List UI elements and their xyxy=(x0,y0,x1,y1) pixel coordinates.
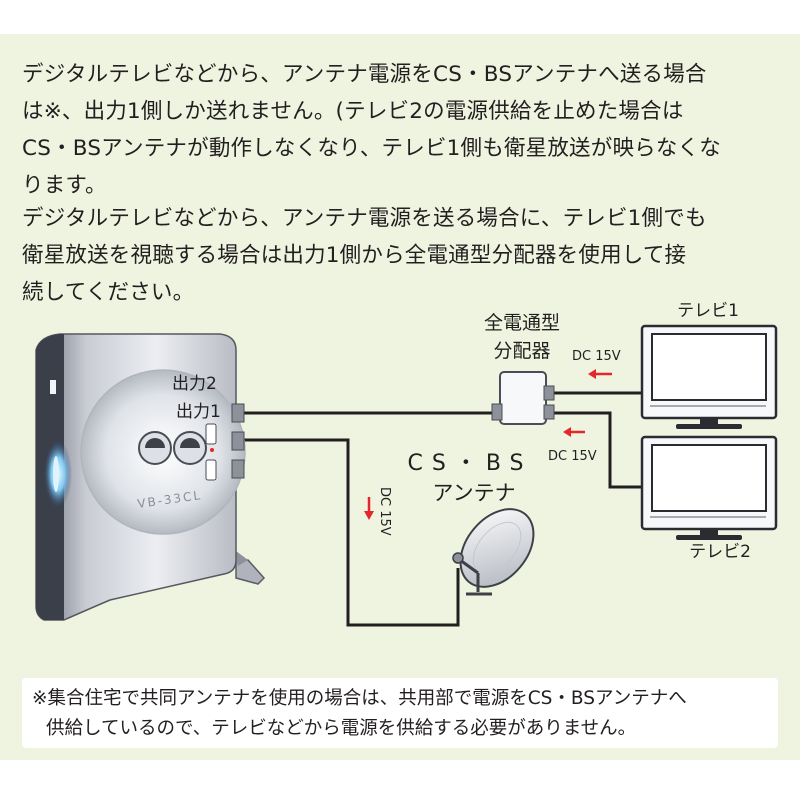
tv2 xyxy=(640,435,778,540)
tv2-label: テレビ2 xyxy=(689,542,751,562)
text-line: デジタルテレビなどから、アンテナ電源をCS・BSアンテナへ送る場合 xyxy=(22,62,707,87)
footnote-line2: 供給しているので、テレビなどから電源を供給する必要がありません。 xyxy=(46,718,637,739)
paragraph-main-caution: デジタルテレビなどから、アンテナ電源をCS・BSアンテナへ送る場合 は※、出力1… xyxy=(22,56,782,204)
output1-label: 出力1 xyxy=(176,402,221,422)
tv1 xyxy=(640,324,778,429)
power-arrow-antenna xyxy=(364,497,374,520)
splitter-label-line2: 分配器 xyxy=(493,340,550,362)
dc-label-tv1: DC 15V xyxy=(572,349,621,364)
antenna-label-line1: CS・BS xyxy=(408,451,533,476)
text-line: CS・BSアンテナが動作しなくなり、テレビ1側も衛星放送が映らなくな xyxy=(22,136,721,161)
tv1-label: テレビ1 xyxy=(677,301,739,321)
text-line: は※、出力1側しか送れません。(テレビ2の電源供給を止めた場合は xyxy=(22,99,684,124)
port-out1 xyxy=(231,403,245,423)
cable-out2-to-antenna xyxy=(238,438,460,627)
booster-device: VB-33CL xyxy=(35,333,266,621)
output2-label: 出力2 xyxy=(172,374,217,394)
dc-label-antenna: DC 15V xyxy=(377,487,392,536)
text-line: 続してください。 xyxy=(22,280,195,305)
text-line: ります。 xyxy=(22,173,107,198)
paragraph-splitter-instruction: デジタルテレビなどから、アンテナ電源を送る場合に、テレビ1側でも 衛星放送を視聴… xyxy=(22,200,782,311)
dc-label-tv2: DC 15V xyxy=(548,449,597,464)
power-arrow-tv1 xyxy=(588,369,612,379)
footnote-line1: ※集合住宅で共同アンテナを使用の場合は、共用部で電源をCS・BSアンテナへ xyxy=(32,688,687,709)
splitter-unit xyxy=(491,371,555,425)
splitter-label-line1: 全電通型 xyxy=(484,312,560,334)
text-line: 衛星放送を視聴する場合は出力1側から全電通型分配器を使用して接 xyxy=(22,243,687,268)
antenna-label-line2: アンテナ xyxy=(432,481,515,505)
power-arrow-tv2 xyxy=(563,427,585,437)
text-line: デジタルテレビなどから、アンテナ電源を送る場合に、テレビ1側でも xyxy=(22,206,707,231)
satellite-dish xyxy=(452,508,535,596)
port-input xyxy=(231,459,245,479)
footnote-box: ※集合住宅で共同アンテナを使用の場合は、共用部で電源をCS・BSアンテナへ 供給… xyxy=(22,678,778,748)
cable-splitter-to-tv2 xyxy=(550,411,650,489)
port-out2 xyxy=(231,431,245,451)
